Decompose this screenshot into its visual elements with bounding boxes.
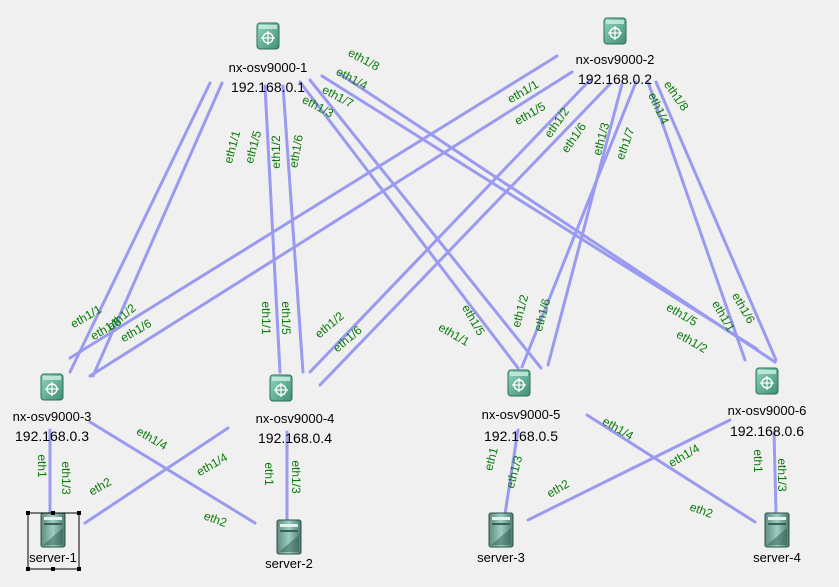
node-nx-osv9000-1[interactable]: nx-osv9000-1 192.168.0.1	[229, 22, 308, 95]
resize-handle[interactable]	[26, 567, 30, 571]
link-nx1-nx3[interactable]	[68, 81, 212, 374]
node-name: nx-osv9000-3	[13, 409, 92, 424]
node-nx-osv9000-6[interactable]: nx-osv9000-6 192.168.0.6	[728, 367, 807, 439]
link-nx1-nx5[interactable]	[308, 78, 543, 370]
interface-label: eth2	[688, 500, 715, 521]
link-nx1-nx5[interactable]	[298, 80, 520, 370]
node-nx-osv9000-5[interactable]: nx-osv9000-5 192.168.0.5	[482, 369, 561, 444]
link-nx5-srv3[interactable]	[503, 428, 520, 516]
interface-label: eth1/4	[134, 424, 170, 453]
link-nx2-nx5[interactable]	[546, 82, 624, 367]
node-name: server-4	[753, 550, 801, 565]
server-icon[interactable]	[488, 512, 514, 548]
node-ip: 192.168.0.6	[730, 423, 804, 439]
server-icon[interactable]	[40, 512, 66, 548]
link-nx2-nx6[interactable]	[654, 80, 778, 362]
link-nx5-srv4[interactable]	[585, 413, 757, 524]
node-ip: 192.168.0.3	[15, 428, 89, 444]
link-nx6-srv3[interactable]	[526, 418, 732, 522]
interface-label: eth2	[86, 474, 114, 498]
switch-icon[interactable]	[755, 367, 779, 395]
interface-label: eth1/1	[259, 301, 273, 335]
interface-label: eth1/3	[503, 454, 525, 490]
node-server-4[interactable]: server-4	[753, 512, 801, 565]
node-name: server-3	[477, 550, 525, 565]
interface-label: eth1	[262, 462, 276, 486]
interface-label: eth1/5	[279, 301, 293, 335]
switch-icon[interactable]	[603, 17, 627, 45]
interface-label: eth1/4	[666, 441, 702, 470]
link-nx2-nx6[interactable]	[646, 80, 747, 362]
interface-label: eth1/3	[289, 460, 303, 494]
interface-label: eth1/2	[269, 135, 283, 169]
resize-handle[interactable]	[26, 511, 30, 515]
link-nx3-srv2[interactable]	[88, 420, 257, 525]
node-nx-osv9000-2[interactable]: nx-osv9000-2 192.168.0.2	[576, 17, 655, 87]
node-name: nx-osv9000-1	[229, 60, 308, 75]
interface-label: eth1/6	[286, 133, 306, 169]
switch-icon[interactable]	[256, 22, 280, 50]
interface-label: eth1/1	[221, 129, 243, 165]
link-nx1-nx3[interactable]	[91, 81, 224, 378]
switch-icon[interactable]	[507, 369, 531, 397]
node-name: nx-osv9000-4	[256, 411, 335, 426]
node-ip: 192.168.0.2	[578, 71, 652, 87]
link-nx1-nx4[interactable]	[281, 84, 305, 374]
node-name: nx-osv9000-5	[482, 407, 561, 422]
node-ip: 192.168.0.4	[258, 430, 332, 446]
server-icon[interactable]	[276, 519, 302, 555]
nodes-layer: nx-osv9000-1 192.168.0.1 nx-osv9000-2 192.1…	[13, 17, 807, 571]
link-nx2-nx5[interactable]	[520, 80, 638, 369]
node-name: nx-osv9000-2	[576, 52, 655, 67]
link-nx6-srv4[interactable]	[772, 430, 778, 514]
node-ip: 192.168.0.1	[231, 79, 305, 95]
resize-handle[interactable]	[77, 567, 81, 571]
node-server-2[interactable]: server-2	[265, 519, 313, 571]
link-nx1-nx4[interactable]	[263, 84, 282, 374]
node-nx-osv9000-3[interactable]: nx-osv9000-3 192.168.0.3	[13, 373, 92, 444]
link-nx2-nx3[interactable]	[88, 70, 574, 378]
node-name: nx-osv9000-6	[728, 403, 807, 418]
selection-box[interactable]	[26, 511, 81, 571]
interface-label: eth1/1	[436, 320, 472, 349]
server-icon[interactable]	[764, 512, 790, 548]
interface-label: eth1	[751, 449, 765, 473]
node-name: server-2	[265, 556, 313, 571]
interface-label: eth1/6	[531, 297, 553, 333]
link-nx2-nx4[interactable]	[308, 78, 592, 374]
link-nx4-srv1[interactable]	[83, 426, 230, 525]
interface-label: eth1	[481, 446, 501, 472]
link-nx2-nx4[interactable]	[318, 82, 612, 387]
interface-label: eth1/4	[600, 414, 636, 443]
interface-label: eth1	[35, 454, 49, 478]
interface-label: eth2	[202, 509, 229, 530]
interface-label: eth1/3	[59, 461, 73, 495]
resize-handle[interactable]	[51, 567, 55, 571]
resize-handle[interactable]	[51, 511, 55, 515]
link-nx1-nx6[interactable]	[338, 72, 777, 364]
interface-label: eth1/2	[509, 293, 531, 329]
link-nx2-nx3[interactable]	[68, 54, 559, 360]
switch-icon[interactable]	[269, 374, 293, 402]
interface-label: eth2	[544, 476, 572, 500]
interface-label: eth1/5	[512, 99, 548, 128]
node-name: server-1	[29, 550, 77, 565]
node-nx-osv9000-4[interactable]: nx-osv9000-4 192.168.0.4	[256, 374, 335, 446]
node-server-1[interactable]: server-1	[26, 511, 81, 571]
interface-label: eth1/3	[775, 458, 789, 492]
switch-icon[interactable]	[40, 373, 64, 401]
node-ip: 192.168.0.5	[484, 428, 558, 444]
node-server-3[interactable]: server-3	[477, 512, 525, 565]
interface-label: eth1/4	[194, 450, 230, 479]
links-layer	[48, 54, 778, 525]
interface-label: eth1/2	[674, 327, 710, 356]
interface-label: eth1/5	[664, 300, 700, 329]
resize-handle[interactable]	[77, 511, 81, 515]
interface-label: eth1/5	[242, 129, 264, 165]
